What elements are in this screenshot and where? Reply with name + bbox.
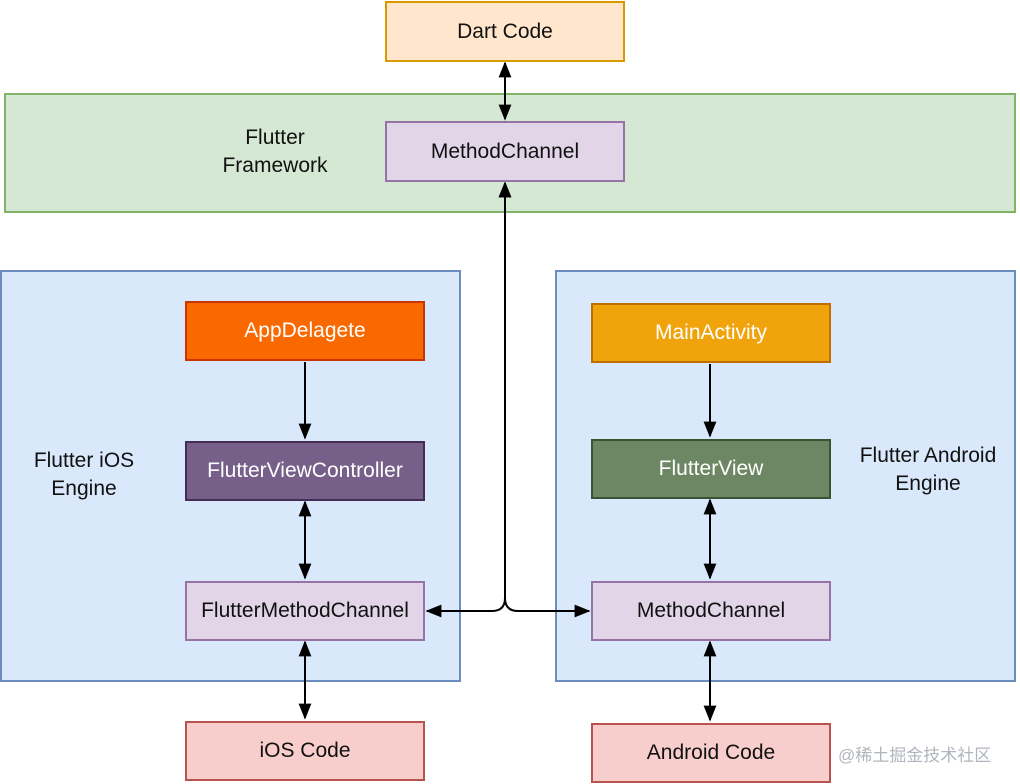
ios-engine-label-line-2: Engine bbox=[51, 477, 117, 500]
framework-method-channel-node: MethodChannel bbox=[385, 121, 625, 182]
android-engine-label-line-2: Engine bbox=[895, 472, 961, 495]
framework-label-line-2: Framework bbox=[222, 154, 328, 177]
flutter-view-node: FlutterView bbox=[591, 439, 831, 499]
app-delegate-node: AppDelagete bbox=[185, 301, 425, 361]
watermark-text: @稀土掘金技术社区 bbox=[838, 746, 992, 765]
ios-engine-label: Flutter iOS Engine bbox=[14, 447, 154, 503]
dart-code-node: Dart Code bbox=[385, 1, 625, 62]
framework-label: Flutter Framework bbox=[200, 124, 350, 180]
android-code-node: Android Code bbox=[591, 723, 831, 783]
android-method-channel-node: MethodChannel bbox=[591, 581, 831, 641]
ios-code-node: iOS Code bbox=[185, 721, 425, 781]
flutter-method-channel-node: FlutterMethodChannel bbox=[185, 581, 425, 641]
android-engine-label-line-1: Flutter Android bbox=[859, 444, 997, 467]
framework-label-line-1: Flutter bbox=[245, 126, 305, 149]
ios-engine-label-line-1: Flutter iOS bbox=[33, 449, 135, 472]
android-engine-label: Flutter Android Engine bbox=[843, 442, 1013, 498]
edge-framework-channel-to-android-channel bbox=[498, 181, 591, 618]
main-activity-node: MainActivity bbox=[591, 303, 831, 363]
flutter-view-controller-node: FlutterViewController bbox=[185, 441, 425, 501]
edge-framework-channel-to-ios-channel bbox=[425, 181, 512, 618]
